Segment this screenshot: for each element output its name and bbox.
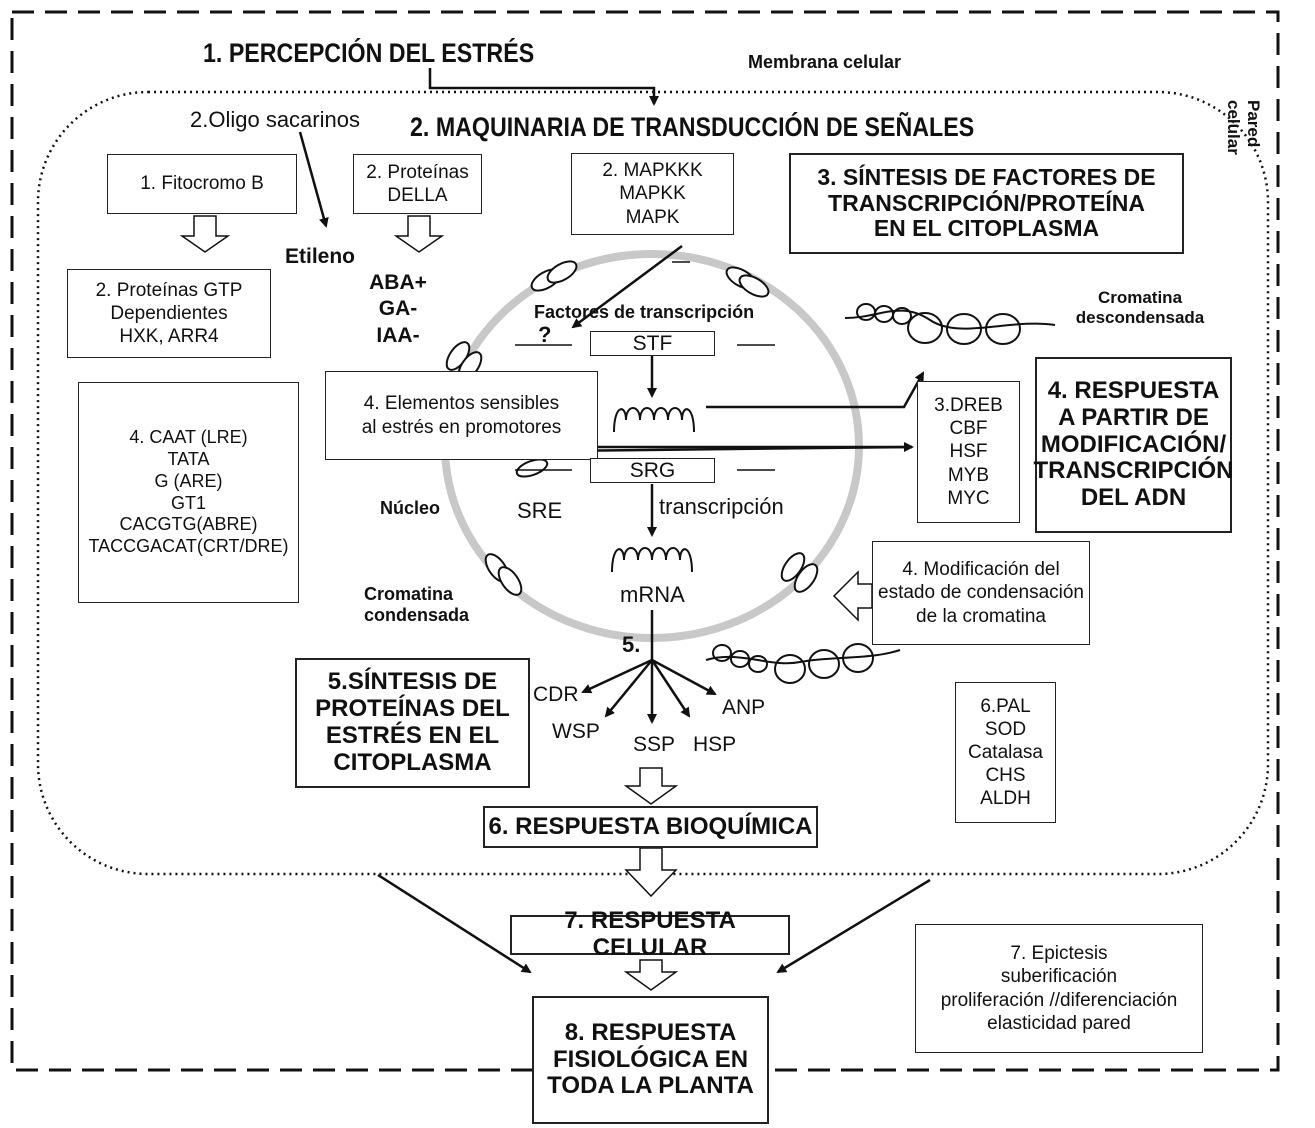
nuclear-pores [445,260,819,596]
phytochrome-b-box: 1. Fitocromo B [107,154,297,214]
signal-arrows [298,68,931,974]
stress-protein-synthesis-box: 5.SÍNTESIS DE PROTEÍNAS DEL ESTRÉS EN EL… [295,658,530,788]
promoter-elements-box: 4. CAAT (LRE) TATA G (ARE) GT1 CACGTG(AB… [78,382,299,603]
enzymes-box: 6.PAL SOD Catalasa CHS ALDH [955,682,1056,823]
condensed-chromatin [705,643,901,684]
mrna-wiggle-bottom [611,547,693,573]
cellular-response-box: 7. RESPUESTA CELULAR [510,907,790,961]
anp-label: ANP [722,696,766,719]
dna-response-box: 4. RESPUESTA A PARTIR DE MODIFICACIÓN/ T… [1034,357,1234,533]
srg-box: SRG [590,458,715,483]
ssp-label: SSP [633,733,676,756]
decondensed-chromatin-label: Cromatina descondensada [1075,288,1205,327]
condensed-chromatin-label: Cromatina condensada [364,584,470,625]
mrna-label: mRNA [620,582,685,607]
oligosaccharides-label: 2.Oligo sacarinos [190,107,360,132]
hormones-label: ABA+ GA- IAA- [369,271,427,347]
ethylene-label: Etileno [285,245,356,268]
della-proteins-box: 2. Proteínas DELLA [353,154,482,214]
decondensed-chromatin [844,303,1056,345]
hsp-label: HSP [693,733,737,756]
stress-elements-box: 4. Elementos sensibles al estrés en prom… [325,371,598,460]
mrna-wiggle-top [613,407,695,433]
physiological-response-box: 8. RESPUESTA FISIOLÓGICA EN TODA LA PLAN… [532,996,769,1124]
question-mark: ? [538,322,552,347]
cdr-label: CDR [533,683,579,706]
cell-response-details-box: 7. Epictesis suberificación proliferació… [915,924,1203,1053]
cell-wall-label: Pared celular [1224,100,1263,155]
hollow-arrows [179,215,873,991]
stf-box: STF [590,331,715,356]
biochemical-response-box: 6. RESPUESTA BIOQUÍMICA [483,806,818,848]
chromatin-modification-box: 4. Modificación del estado de condensaci… [872,541,1090,645]
mapk-cascade-box: 2. MAPKKK MAPKK MAPK [571,153,734,235]
sre-coil [515,458,549,478]
nucleus-label: Núcleo [380,498,441,518]
signal-transduction-title: 2. MAQUINARIA DE TRANSDUCCIÓN DE SEÑALES [410,112,975,142]
wsp-label: WSP [552,720,600,743]
transcription-factors-box: 3.DREB CBF HSF MYB MYC [917,381,1020,523]
tf-synthesis-box: 3. SÍNTESIS DE FACTORES DE TRANSCRIPCIÓN… [789,153,1184,254]
membrane-label: Membrana celular [748,52,902,72]
sre-label: SRE [517,498,563,523]
gtp-proteins-box: 2. Proteínas GTP Dependientes HXK, ARR4 [67,269,271,358]
step-5-number: 5. [622,632,641,657]
transcription-factors-label: Factores de transcripción [534,302,755,322]
stress-perception-title: 1. PERCEPCIÓN DEL ESTRÉS [203,38,535,68]
transcription-label: transcripción [659,494,784,519]
